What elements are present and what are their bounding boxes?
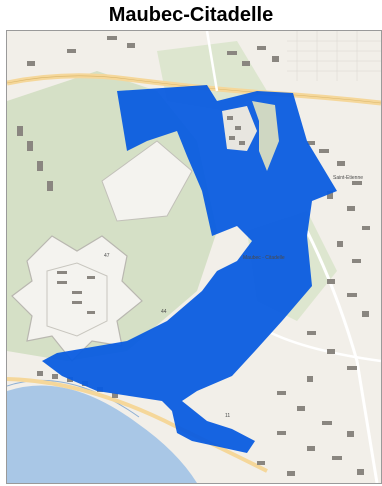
open-square-hatch xyxy=(287,31,381,81)
citadel-inner-wall xyxy=(46,262,108,337)
cross-street xyxy=(266,329,381,363)
map-title: Maubec-Citadelle xyxy=(108,4,274,26)
parade-ground xyxy=(101,140,193,222)
river xyxy=(7,385,197,483)
zone-island-park xyxy=(252,101,279,171)
zone-island-buildings xyxy=(227,116,245,145)
building-cluster xyxy=(17,36,370,476)
parcel-label-11: 11 xyxy=(225,413,230,419)
highlighted-district-zone[interactable] xyxy=(42,85,337,453)
map-canvas[interactable]: Maubec - Citadelle Saint-Etienne 47 44 1… xyxy=(7,31,381,483)
district-label: Saint-Etienne xyxy=(333,175,363,181)
quay-road xyxy=(7,377,268,473)
parcel-label-47: 47 xyxy=(104,253,110,259)
north-street xyxy=(205,31,219,92)
zone-name-label: Maubec - Citadelle xyxy=(243,255,285,261)
east-street xyxy=(305,230,379,483)
parcel-label-44: 44 xyxy=(161,309,167,315)
riverbank xyxy=(7,379,140,418)
map-frame[interactable]: Maubec - Citadelle Saint-Etienne 47 44 1… xyxy=(6,30,382,484)
